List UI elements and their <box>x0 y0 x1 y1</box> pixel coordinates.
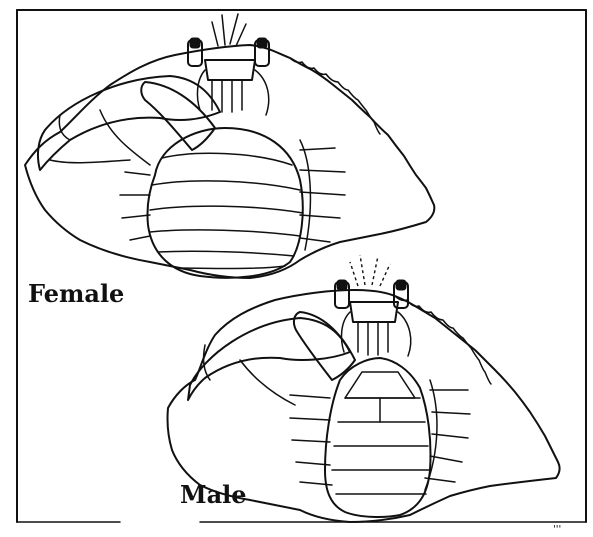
female-mouthparts <box>197 60 268 115</box>
female-walking-legs <box>120 140 345 250</box>
female-left-cheliped <box>38 76 220 170</box>
female-eyes <box>188 38 269 66</box>
female-label: Female <box>28 279 124 308</box>
male-abdomen <box>325 358 431 517</box>
female-claw-fold <box>141 82 215 150</box>
female-abdomen <box>147 128 303 278</box>
male-carapace-scallops <box>395 296 491 384</box>
female-crab-illustration <box>25 14 434 278</box>
male-walking-legs <box>290 380 470 490</box>
female-antennae <box>212 14 246 46</box>
male-mouthparts <box>342 302 411 356</box>
figure-frame <box>17 10 586 522</box>
male-claw-fold <box>294 312 355 380</box>
male-antennae <box>350 255 390 286</box>
corner-mark: ''' <box>553 524 561 535</box>
female-carapace-scallops <box>290 58 380 134</box>
male-left-cheliped <box>188 318 350 400</box>
male-label: Male <box>180 480 247 509</box>
